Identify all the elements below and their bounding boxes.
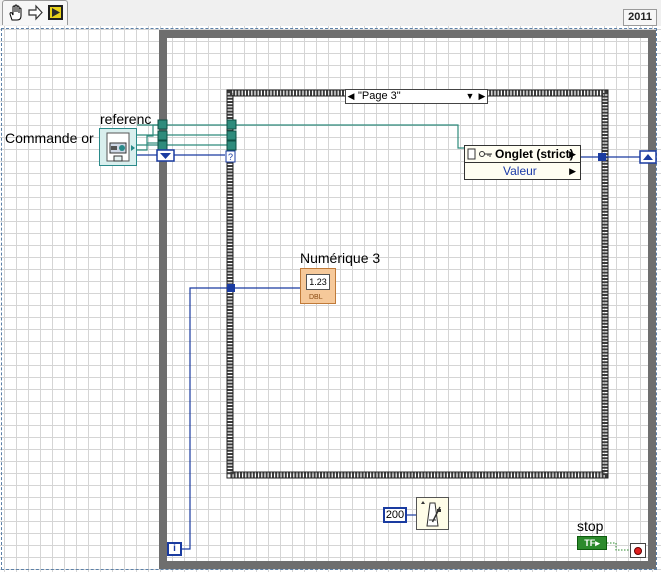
loop-tunnel-3[interactable] [157, 140, 168, 151]
reference-icon [467, 148, 476, 160]
key-icon [479, 151, 492, 157]
wire-iteration [182, 287, 300, 550]
diagram-frame [1, 28, 657, 570]
control-reference-icon [106, 132, 135, 162]
property-node-property: Valeur [503, 164, 537, 178]
case-selector-terminal[interactable] [225, 150, 236, 163]
wait-function[interactable] [416, 497, 449, 530]
iteration-terminal[interactable]: i [167, 542, 182, 556]
case-selector[interactable]: ◀ "Page 3" ▼ ▶ [345, 89, 488, 104]
while-loop-frame[interactable] [159, 30, 656, 569]
svg-text:?: ? [228, 152, 233, 162]
metronome-icon [421, 501, 441, 527]
stop-label: stop [577, 518, 604, 534]
property-node-header: Onglet (strict) ▶ [465, 146, 580, 163]
stop-button-terminal[interactable]: TF▸ [577, 536, 607, 550]
reference-label: referenc [100, 111, 152, 127]
case-tunnel-1[interactable] [226, 119, 237, 130]
loop-tunnel-1[interactable] [157, 119, 168, 130]
wire-reference-4 [132, 124, 160, 151]
arrow-right-icon[interactable] [27, 4, 44, 21]
stop-condition-terminal[interactable] [630, 543, 646, 558]
numeric-display: 1.23 [306, 274, 330, 290]
case-selector-value: "Page 3" [358, 90, 401, 102]
run-icon[interactable] [47, 4, 64, 21]
property-node[interactable]: Onglet (strict) ▶ Valeur ▶ [464, 145, 581, 180]
property-node-row[interactable]: Valeur ▶ [465, 163, 580, 179]
property-node-name: Onglet (strict) [495, 147, 574, 161]
toolbar: 2011 [0, 0, 661, 26]
version-badge: 2011 [623, 9, 657, 26]
wait-constant[interactable]: 200 [383, 507, 407, 523]
numeric-type: DBL [309, 294, 323, 301]
tool-palette [2, 0, 68, 25]
numerique-label: Numérique 3 [300, 250, 381, 266]
numerique-indicator[interactable]: 1.23 DBL [300, 268, 336, 304]
wire-stop [607, 542, 630, 551]
loop-tunnel-2[interactable] [157, 130, 168, 141]
case-tunnel-value-out[interactable] [598, 153, 606, 161]
case-prev-icon[interactable]: ◀ [347, 91, 355, 101]
bool-type: TF [584, 538, 596, 548]
commande-label: Commande or [5, 130, 94, 146]
case-dropdown-icon[interactable]: ▼ [465, 91, 475, 101]
case-tunnel-numeric[interactable] [227, 284, 235, 292]
reference-control[interactable] [99, 128, 137, 166]
case-next-icon[interactable]: ▶ [478, 91, 486, 101]
hand-icon[interactable] [7, 4, 24, 21]
stop-condition-icon [634, 547, 642, 555]
case-tunnel-3[interactable] [226, 140, 237, 151]
block-diagram[interactable] [0, 26, 661, 572]
property-expand-icon[interactable]: ▶ [569, 149, 576, 159]
property-row-expand-icon[interactable]: ▶ [569, 166, 576, 176]
case-tunnel-2[interactable] [226, 130, 237, 141]
